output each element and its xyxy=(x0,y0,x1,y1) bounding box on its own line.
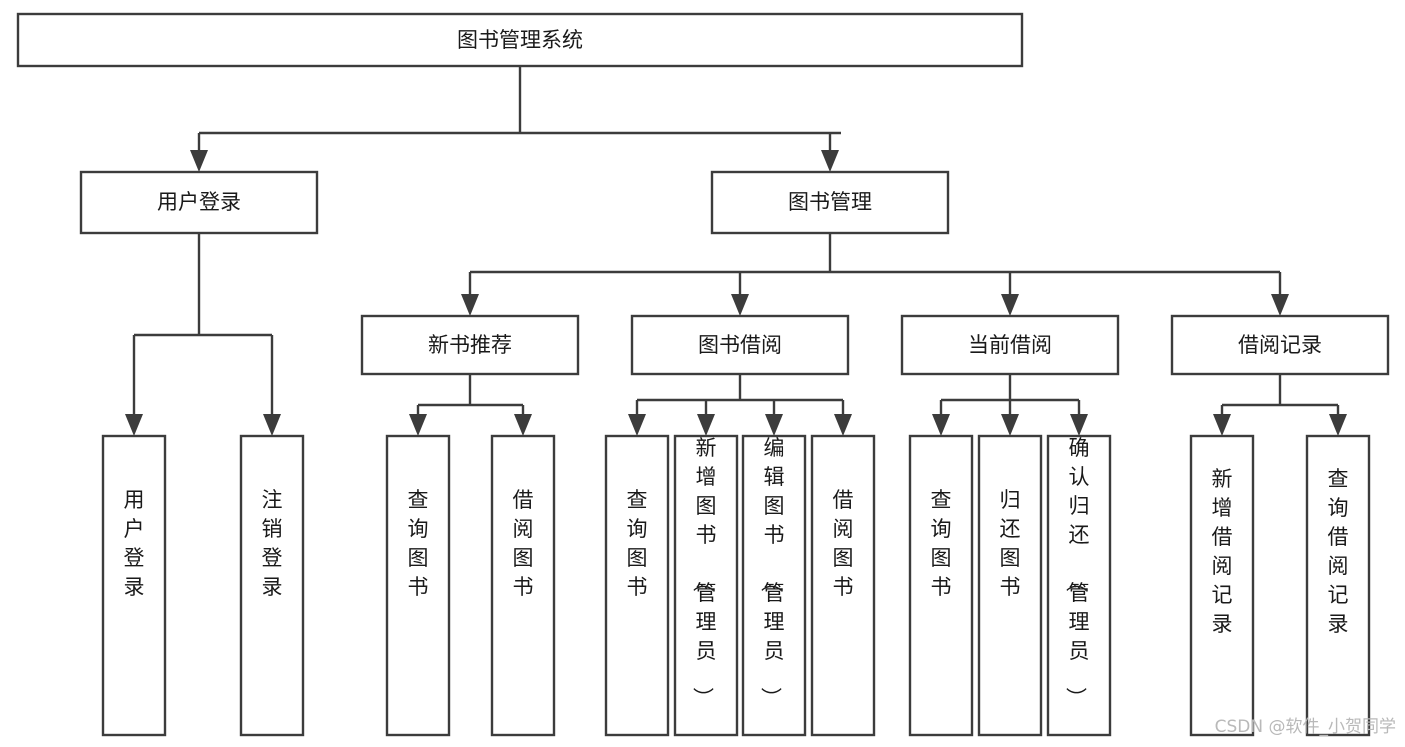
connector-group-new-book-recommend xyxy=(409,374,532,436)
leaf-label-nbr-1: 查询图书 xyxy=(408,488,429,599)
node-current-borrow-box[interactable] xyxy=(900,314,1120,376)
node-user-login[interactable]: 用户登录 xyxy=(79,170,319,235)
connector-group-book-mgmt xyxy=(461,233,1289,316)
node-root-label: 图书管理系统 xyxy=(457,28,583,52)
arrow-head-leaf-user-login-1 xyxy=(125,414,143,436)
leaf-node-nbr-1[interactable]: 查询图书 xyxy=(385,434,451,737)
connector-group-user-login xyxy=(125,233,281,436)
leaf-node-bb-2[interactable]: 新增图书（管理员） xyxy=(673,434,739,737)
leaf-box-cb-3[interactable] xyxy=(1046,434,1112,737)
arrow-head-book-borrow xyxy=(731,294,749,316)
leaf-node-cb-2[interactable]: 归还图书 xyxy=(977,434,1043,737)
connector-group-book-borrow xyxy=(628,374,852,436)
node-root-box[interactable] xyxy=(16,12,1024,68)
arrow-head-user-login xyxy=(190,150,208,172)
node-new-book-recommend-label: 新书推荐 xyxy=(428,333,512,357)
leaf-label-cb-2: 归还图书 xyxy=(1000,488,1021,599)
connector-group-root xyxy=(190,66,841,172)
leaf-label-bb-3: 编辑图书（管理员） xyxy=(759,436,785,708)
leaf-box-br-1[interactable] xyxy=(1189,434,1255,737)
node-user-login-label: 用户登录 xyxy=(157,190,241,214)
node-current-borrow-label: 当前借阅 xyxy=(968,333,1052,357)
leaf-node-br-2[interactable]: 查询借阅记录 xyxy=(1305,434,1371,737)
leaf-node-cb-3[interactable]: 确认归还（管理员） xyxy=(1046,434,1112,737)
leaf-label-cb-1: 查询图书 xyxy=(931,488,952,599)
leaf-node-user-login-2[interactable]: 注销登录 xyxy=(239,434,305,737)
leaf-box-user-login-1[interactable] xyxy=(101,434,167,737)
leaf-label-br-2: 查询借阅记录 xyxy=(1328,467,1349,636)
leaf-label-user-login-2: 注销登录 xyxy=(262,488,283,599)
leaf-node-nbr-2[interactable]: 借阅图书 xyxy=(490,434,556,737)
node-book-management-label: 图书管理 xyxy=(788,190,872,214)
node-root[interactable]: 图书管理系统 xyxy=(16,12,1024,68)
arrow-head-leaf-cb-3 xyxy=(1070,414,1088,436)
leaf-label-nbr-2: 借阅图书 xyxy=(513,488,534,599)
leaf-node-bb-3[interactable]: 编辑图书（管理员） xyxy=(741,434,807,737)
arrow-head-leaf-bb-1 xyxy=(628,414,646,436)
node-current-borrow[interactable]: 当前借阅 xyxy=(900,314,1120,376)
leaf-box-nbr-2[interactable] xyxy=(490,434,556,737)
leaf-box-bb-4[interactable] xyxy=(810,434,876,737)
arrow-head-book-mgmt xyxy=(821,150,839,172)
leaf-label-br-1: 新增借阅记录 xyxy=(1212,467,1233,636)
leaf-node-user-login-1[interactable]: 用户登录 xyxy=(101,434,167,737)
leaf-node-br-1[interactable]: 新增借阅记录 xyxy=(1189,434,1255,737)
arrow-head-borrow-record xyxy=(1271,294,1289,316)
node-book-borrow-box[interactable] xyxy=(630,314,850,376)
leaf-label-bb-4: 借阅图书 xyxy=(833,488,854,599)
node-user-login-box[interactable] xyxy=(79,170,319,235)
node-book-management[interactable]: 图书管理 xyxy=(710,170,950,235)
arrow-head-leaf-bb-3 xyxy=(765,414,783,436)
node-borrow-record-label: 借阅记录 xyxy=(1238,333,1322,357)
leaf-box-bb-2[interactable] xyxy=(673,434,739,737)
leaf-label-cb-3: 确认归还（管理员） xyxy=(1064,436,1090,708)
connector-group-current-borrow xyxy=(932,374,1088,436)
leaf-box-bb-1[interactable] xyxy=(604,434,670,737)
leaf-node-bb-1[interactable]: 查询图书 xyxy=(604,434,670,737)
node-new-book-recommend[interactable]: 新书推荐 xyxy=(360,314,580,376)
arrow-head-current-borrow xyxy=(1001,294,1019,316)
arrow-head-leaf-br-2 xyxy=(1329,414,1347,436)
leaf-box-user-login-2[interactable] xyxy=(239,434,305,737)
leaf-box-br-2[interactable] xyxy=(1305,434,1371,737)
node-borrow-record[interactable]: 借阅记录 xyxy=(1170,314,1390,376)
arrow-head-leaf-cb-1 xyxy=(932,414,950,436)
node-book-borrow-label: 图书借阅 xyxy=(698,333,782,357)
arrow-head-leaf-bb-4 xyxy=(834,414,852,436)
node-book-management-box[interactable] xyxy=(710,170,950,235)
connector-group-borrow-record xyxy=(1213,374,1347,436)
arrow-head-leaf-bb-2 xyxy=(697,414,715,436)
csdn-watermark: CSDN @软件_小贺同学 xyxy=(1215,717,1396,737)
arrow-head-new-book-recommend xyxy=(461,294,479,316)
node-borrow-record-box[interactable] xyxy=(1170,314,1390,376)
leaf-box-bb-3[interactable] xyxy=(741,434,807,737)
node-new-book-recommend-box[interactable] xyxy=(360,314,580,376)
arrow-head-leaf-nbr-1 xyxy=(409,414,427,436)
leaf-label-user-login-1: 用户登录 xyxy=(124,488,145,599)
arrow-head-leaf-cb-2 xyxy=(1001,414,1019,436)
arrow-head-leaf-nbr-2 xyxy=(514,414,532,436)
arrow-head-leaf-br-1 xyxy=(1213,414,1231,436)
leaf-box-cb-1[interactable] xyxy=(908,434,974,737)
arrow-head-leaf-user-login-2 xyxy=(263,414,281,436)
leaf-box-cb-2[interactable] xyxy=(977,434,1043,737)
leaf-node-cb-1[interactable]: 查询图书 xyxy=(908,434,974,737)
leaf-label-bb-1: 查询图书 xyxy=(627,488,648,599)
leaf-node-bb-4[interactable]: 借阅图书 xyxy=(810,434,876,737)
leaf-box-nbr-1[interactable] xyxy=(385,434,451,737)
node-book-borrow[interactable]: 图书借阅 xyxy=(630,314,850,376)
leaf-label-bb-2: 新增图书（管理员） xyxy=(691,436,717,708)
